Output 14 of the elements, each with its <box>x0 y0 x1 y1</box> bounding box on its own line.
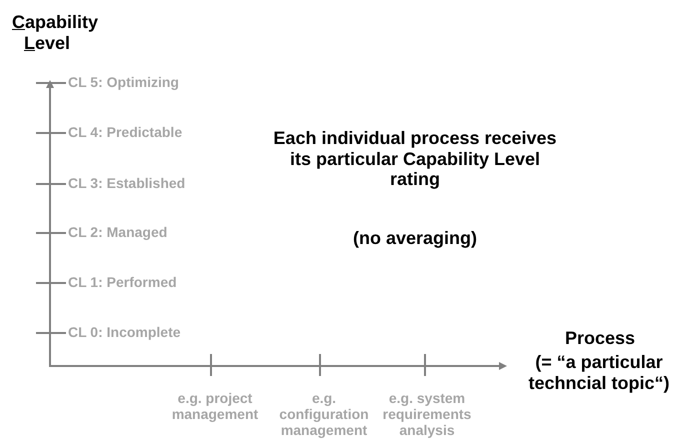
category-label: e.g. system requirements analysis <box>382 390 472 438</box>
level-label: CL 0: Incomplete <box>68 324 181 340</box>
level-label: CL 2: Managed <box>68 224 168 240</box>
axis-subtitle: (= “a particular techncial topic“) <box>527 352 671 394</box>
level-label: CL 1: Performed <box>68 274 177 290</box>
level-label: CL 5: Optimizing <box>68 74 179 90</box>
statement-text: Each individual process receives its particular Capability Level rating <box>272 128 558 190</box>
level-label: CL 4: Predictable <box>68 124 182 140</box>
note-text: (no averaging) <box>352 228 478 249</box>
axis-title: Process <box>564 328 636 349</box>
category-label: e.g. configuration management <box>278 390 370 438</box>
axis-title: Capability Level <box>12 12 98 54</box>
category-label: e.g. project management <box>170 390 260 422</box>
level-label: CL 3: Established <box>68 175 186 192</box>
